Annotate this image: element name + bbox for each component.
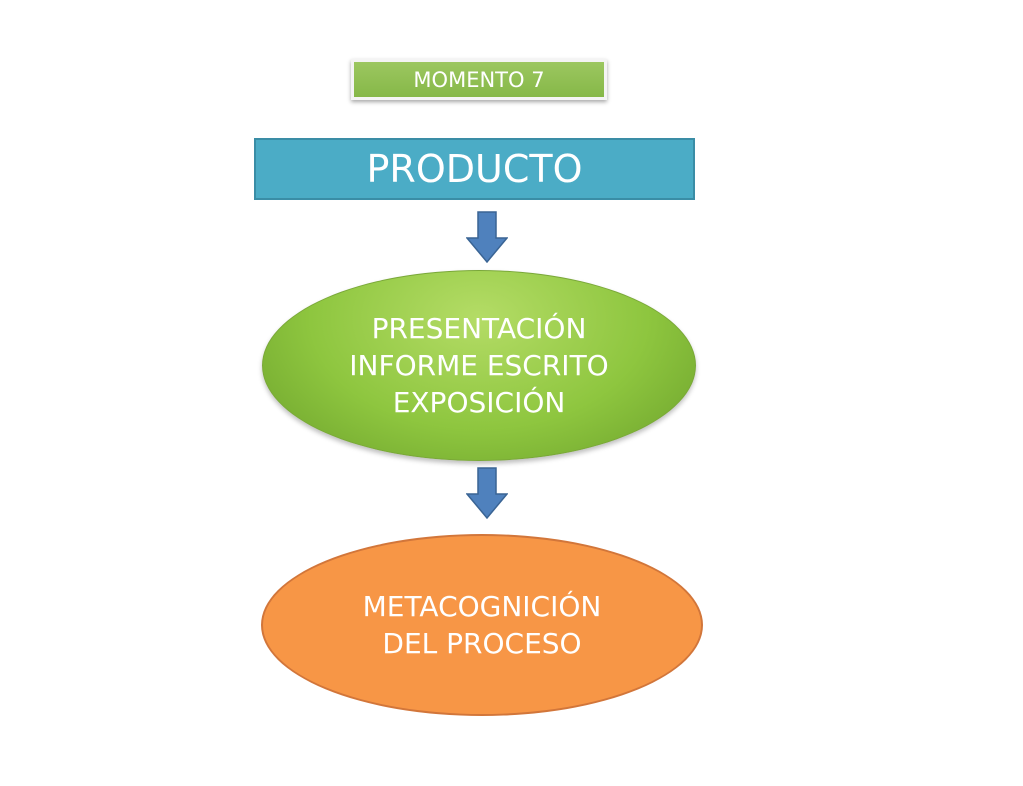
presentation-node: PRESENTACIÓN INFORME ESCRITO EXPOSICIÓN [262, 270, 696, 461]
moment-label-text: MOMENTO 7 [413, 67, 545, 92]
metacognition-line-2: DEL PROCESO [382, 627, 582, 660]
metacognition-line-1: METACOGNICIÓN [362, 590, 602, 623]
presentation-line-1: PRESENTACIÓN [371, 312, 587, 345]
metacognition-node: METACOGNICIÓN DEL PROCESO [261, 534, 703, 716]
presentation-line-2: INFORME ESCRITO [349, 349, 609, 382]
arrow-down-icon [466, 211, 508, 263]
arrow-down-icon [466, 467, 508, 519]
product-label: PRODUCTO [366, 147, 583, 191]
product-box: PRODUCTO [254, 138, 695, 200]
presentation-line-3: EXPOSICIÓN [392, 386, 566, 419]
moment-label: MOMENTO 7 [351, 59, 607, 100]
